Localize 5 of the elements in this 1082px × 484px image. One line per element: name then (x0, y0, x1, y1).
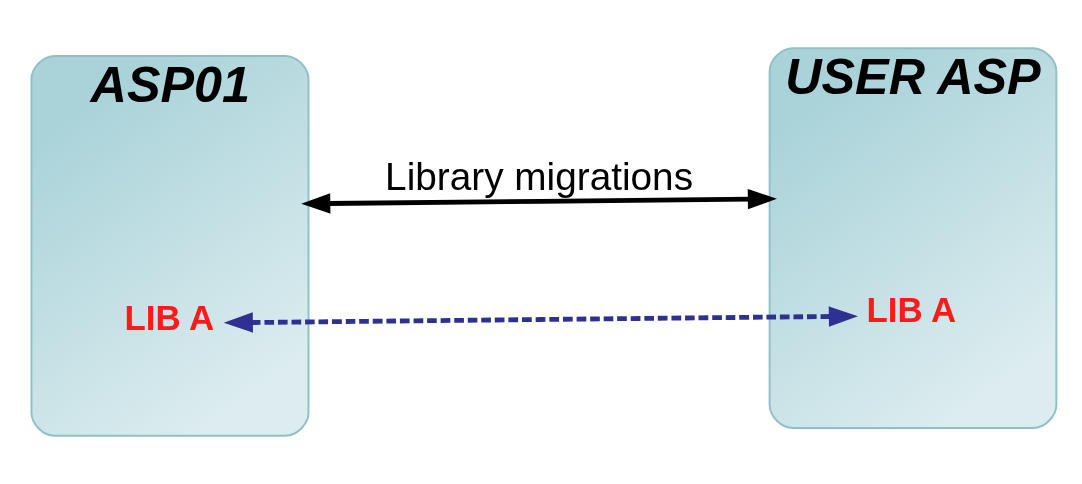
arrow (301, 188, 777, 214)
edge-label: Library migrations (385, 154, 694, 198)
node-text: LIB A (124, 297, 215, 337)
node-text: LIB A (866, 290, 957, 330)
arrow (223, 306, 858, 333)
